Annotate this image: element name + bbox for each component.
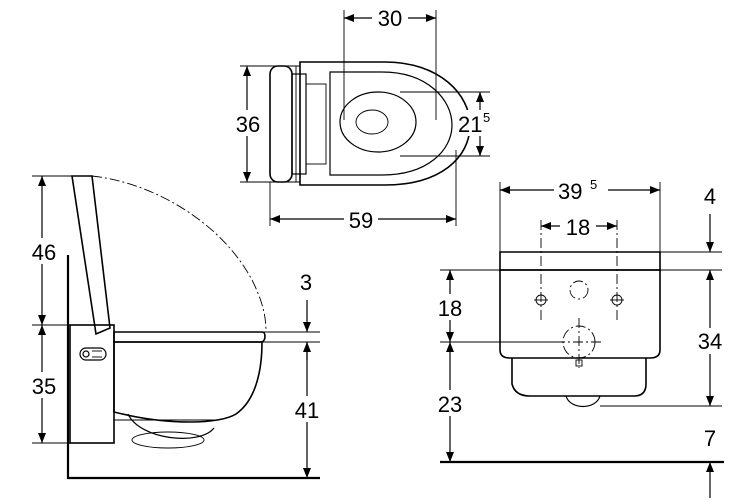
side-view-tank-panel: [69, 324, 115, 444]
control-panel-icon: [79, 347, 107, 361]
front-view-seat: [499, 251, 661, 271]
dim-side-lid: 46: [32, 240, 56, 265]
dim-front-top: 4: [704, 184, 716, 209]
mounting-bolt-right: [610, 220, 624, 320]
dim-front-bolt: 18: [566, 215, 590, 240]
dim-front-center: 18: [438, 296, 462, 321]
lid-swing-arc: [91, 175, 267, 333]
front-view-bowl: [511, 358, 647, 397]
side-view-wall: [66, 255, 320, 480]
dim-front-floor: 23: [438, 392, 462, 417]
top-view-hinge-inner: [305, 83, 327, 165]
water-inlet: [569, 280, 589, 300]
dim-front-floor-bottom: 7: [704, 426, 716, 451]
top-view-hinge-block: [291, 73, 307, 175]
dim-side-height: 41: [295, 398, 319, 423]
dim-front-width: 39: [558, 179, 582, 204]
dim-front-body: 34: [698, 329, 722, 354]
front-view: 39 5 18 4 34 18 23: [432, 176, 728, 498]
top-view-flush-hole: [355, 109, 389, 135]
top-view-bowl-opening: [339, 91, 417, 153]
top-view-tank-panel: [269, 65, 293, 183]
top-view: 30 36 21 5 59: [232, 4, 496, 233]
mounting-bolt-left: [534, 220, 548, 320]
dim-top-hole-sup: 5: [483, 110, 490, 125]
dim-side-gap: 3: [300, 270, 312, 295]
top-view-seat-outline: [299, 61, 471, 186]
dim-top-length: 59: [349, 208, 373, 233]
side-view-open-lid: [71, 175, 111, 336]
side-view-bowl: [113, 341, 263, 423]
dim-top-hole: 21: [458, 112, 482, 137]
top-view-seat-inner: [329, 71, 453, 176]
dim-top-width: 30: [378, 6, 402, 31]
side-view: 46 35 3 41: [28, 175, 324, 480]
dim-front-width-sup: 5: [590, 177, 597, 192]
dim-side-bowl: 35: [32, 374, 56, 399]
dim-top-depth: 36: [236, 112, 260, 137]
front-view-body: [499, 269, 661, 359]
side-view-seat: [113, 331, 266, 343]
